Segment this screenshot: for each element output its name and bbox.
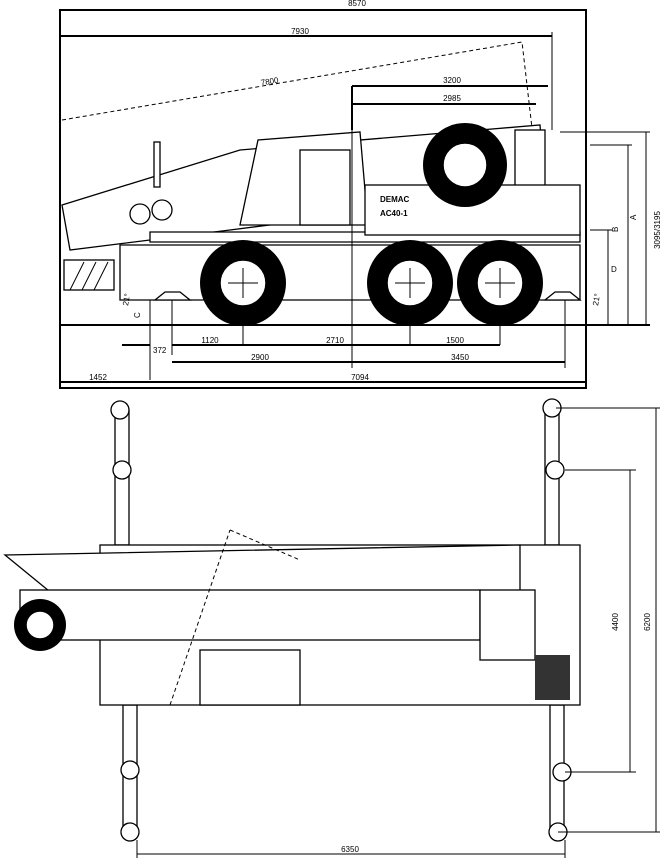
- dim-axle-span: 2710: [326, 336, 344, 345]
- dim-rear-2985: 2985: [443, 94, 461, 103]
- cab-door: [299, 149, 351, 226]
- dim-lines-bottom: [60, 344, 586, 383]
- dim-outrigger-outer: 6200: [643, 613, 652, 631]
- brand-make: DEMAC: [380, 195, 410, 204]
- label-a: A: [629, 214, 638, 220]
- wheel-rear: [457, 240, 543, 326]
- swing-path: [169, 529, 301, 706]
- extension-lines-bottom: [149, 130, 566, 380]
- dim-line-boom-diagonal: [61, 41, 533, 129]
- boom-head: [514, 129, 546, 191]
- dim-outrigger-rear: 3450: [451, 353, 469, 362]
- dim-rear-3200: 3200: [443, 76, 461, 85]
- spare-wheel: [423, 123, 507, 207]
- angle-front: 21°: [121, 293, 132, 306]
- label-c-front: C: [133, 312, 142, 318]
- dim-outrigger-inner: 4400: [611, 613, 620, 631]
- boom-pulley: [151, 199, 173, 221]
- boom-mast: [153, 141, 161, 188]
- overall-frame: [59, 9, 587, 389]
- dim-lines-right: [556, 407, 660, 833]
- dim-front-axle-offset: 1120: [201, 336, 219, 345]
- hook-block-top: [14, 599, 66, 651]
- dim-front-overhang: 372: [153, 346, 167, 355]
- outrigger-pad-front: [153, 291, 192, 301]
- wheel-front: [200, 240, 286, 326]
- boom-base-top: [19, 589, 481, 641]
- height-dim-lines: [560, 131, 650, 325]
- wheel-middle: [367, 240, 453, 326]
- dim-rear-axle-spacing: 1500: [446, 336, 464, 345]
- angle-rear: 21°: [591, 293, 602, 306]
- top-view: 4400 6200 6350: [3, 398, 660, 858]
- engine-grille: [535, 655, 570, 700]
- dim-outrigger-front: 2900: [251, 353, 269, 362]
- bumper-stripes: [69, 261, 109, 291]
- turntable-top: [479, 589, 536, 661]
- side-view: 8570 7930 7800 3200 2985 DEMAC AC40-1: [59, 0, 662, 389]
- dim-outrigger-length: 6350: [341, 845, 359, 854]
- label-d: D: [611, 265, 617, 274]
- dim-lines-rear: [351, 85, 548, 130]
- dim-chassis-length: 7094: [351, 373, 369, 382]
- dim-overall-length: 8570: [348, 0, 366, 8]
- outrigger-pad-rear: [543, 291, 582, 301]
- label-b: B: [611, 227, 620, 232]
- brand-model: AC40-1: [380, 209, 408, 218]
- dim-boom-length: 7930: [291, 27, 309, 36]
- boom-pulley: [129, 203, 151, 225]
- dim-boom-overhang: 1452: [89, 373, 107, 382]
- dim-lines-bottom-top-view: [136, 840, 566, 858]
- cab-top: [199, 649, 301, 706]
- dim-boom-diagonal: 7800: [260, 76, 280, 88]
- dim-height: 3095/3195: [653, 211, 662, 249]
